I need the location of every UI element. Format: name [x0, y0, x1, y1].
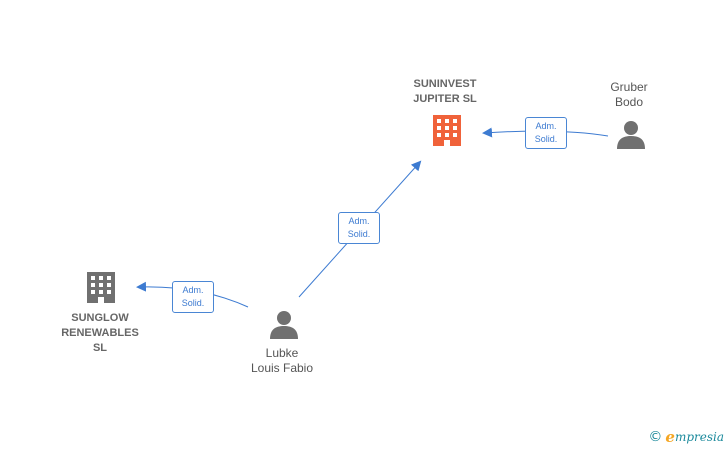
brand-rest: mpresia [674, 430, 724, 444]
edge-label-line1: Adm. [348, 216, 370, 226]
lubke-name-line1: Lubke [265, 346, 299, 360]
brand-initial: e [665, 428, 675, 446]
gruber-name-line1: Gruber [610, 80, 648, 94]
edge-label-lubke-sunglow[interactable]: Adm. Solid. [172, 281, 214, 313]
edge-label-line2: Solid. [347, 229, 371, 239]
gruber-name-line2: Bodo [614, 95, 644, 109]
sunglow-label[interactable]: SUNGLOW RENEWABLES SL [50, 311, 150, 356]
suninvest-label[interactable]: SUNINVEST JUPITER SL [395, 77, 495, 107]
edge-label-gruber-suninvest[interactable]: Adm. Solid. [525, 117, 567, 149]
building-icon[interactable] [84, 270, 118, 304]
suninvest-name-line1: SUNINVEST [413, 78, 477, 90]
lubke-name-line2: Louis Fabio [250, 361, 314, 375]
lubke-label[interactable]: Lubke Louis Fabio [232, 346, 332, 376]
edge-label-line1: Adm. [535, 121, 557, 131]
building-icon[interactable] [430, 113, 464, 147]
edge-label-lubke-suninvest[interactable]: Adm. Solid. [338, 212, 380, 244]
edge-label-line1: Adm. [182, 285, 204, 295]
edge-label-line2: Solid. [181, 298, 205, 308]
edge-label-line2: Solid. [534, 134, 558, 144]
empresia-watermark[interactable]: © e mpresia [648, 428, 724, 446]
person-icon[interactable] [615, 118, 647, 150]
gruber-label[interactable]: Gruber Bodo [589, 80, 669, 110]
person-icon[interactable] [268, 308, 300, 340]
sunglow-name-line1: SUNGLOW [71, 312, 129, 324]
copyright-icon: © [648, 429, 663, 445]
sunglow-name-line2: RENEWABLES [61, 327, 139, 339]
sunglow-name-line3: SL [92, 342, 108, 354]
suninvest-name-line2: JUPITER SL [413, 93, 477, 105]
